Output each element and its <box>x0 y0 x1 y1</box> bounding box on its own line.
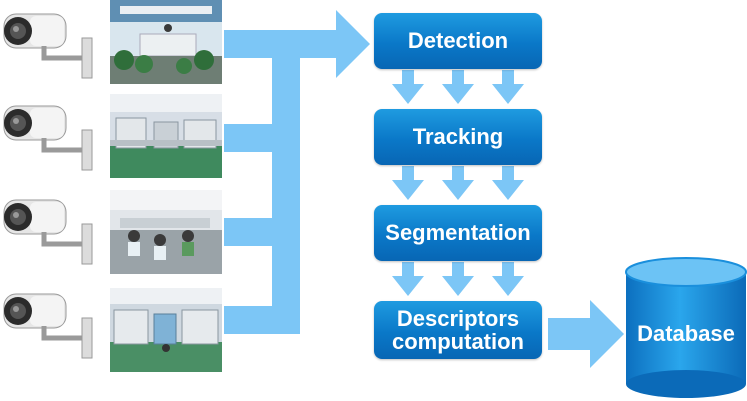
factory-floor-photo <box>110 94 222 178</box>
down-arrows-2 <box>392 166 524 200</box>
office-lobby-photo <box>110 0 222 84</box>
factory-floor-photo <box>110 288 222 372</box>
step-tracking: Tracking <box>374 109 542 165</box>
camera-icon <box>0 98 110 178</box>
step-detection: Detection <box>374 13 542 69</box>
database-cylinder <box>625 257 747 398</box>
main-arrow-shaft <box>284 30 336 58</box>
trunk-bar <box>272 30 300 334</box>
camera-icon <box>0 192 110 272</box>
step-descriptors-computation: Descriptors computation <box>374 301 542 359</box>
database-label: Database <box>637 321 735 346</box>
down-arrows-1 <box>392 70 524 104</box>
db-arrow-head <box>590 300 624 368</box>
main-arrow-head <box>336 10 370 78</box>
camera-icon <box>0 286 110 366</box>
assembly-line-workers-photo <box>110 190 222 274</box>
db-arrow-shaft <box>548 318 592 350</box>
camera-icon <box>0 6 110 86</box>
step-segmentation: Segmentation <box>374 205 542 261</box>
down-arrows-3 <box>392 262 524 296</box>
